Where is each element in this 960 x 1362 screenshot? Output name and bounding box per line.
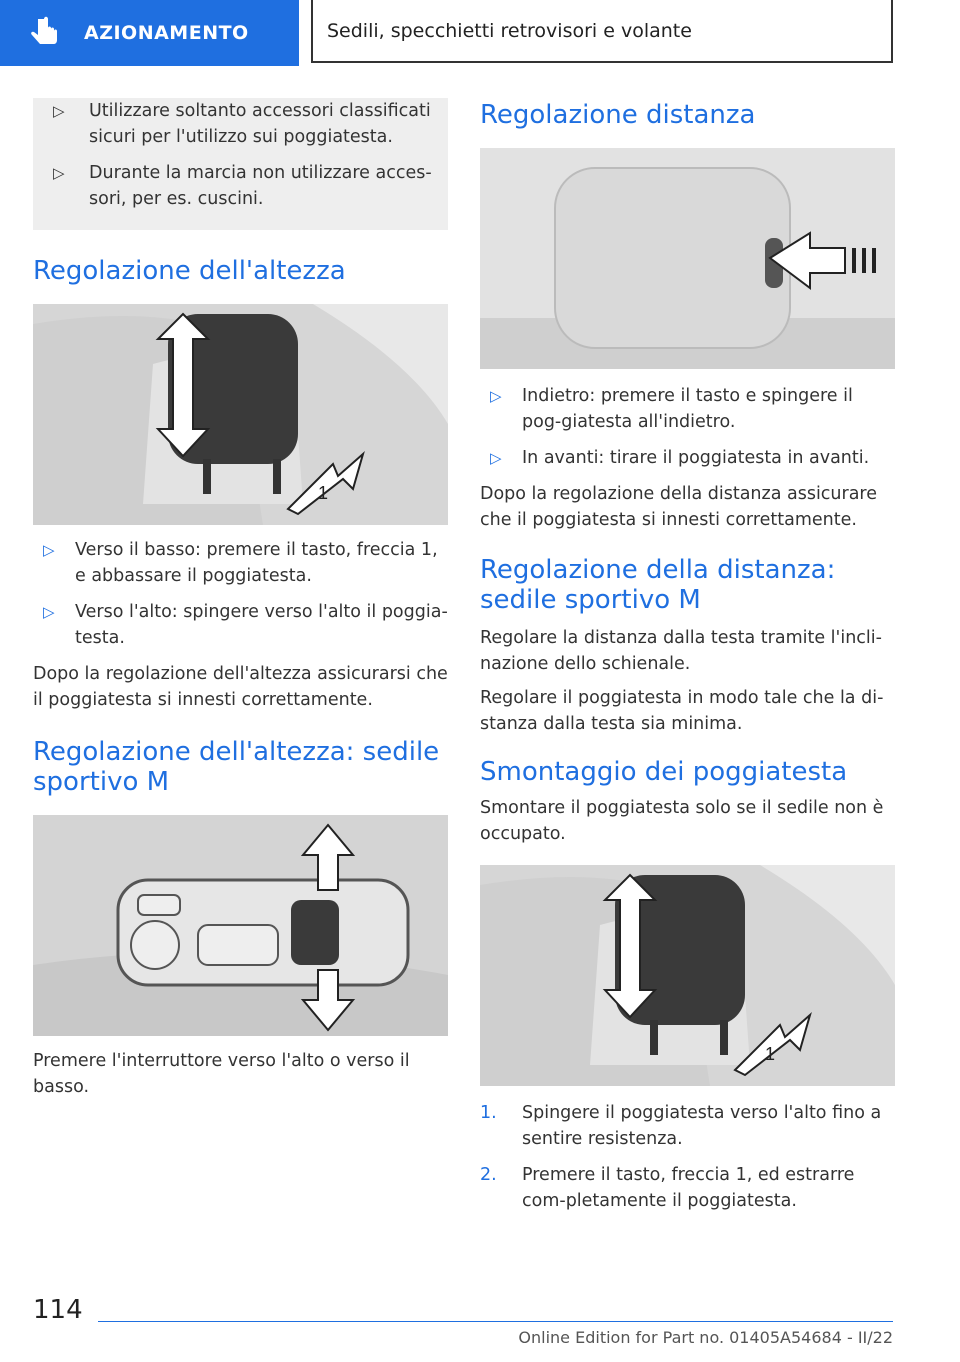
triangle-right-icon: ▷ — [490, 387, 502, 405]
list-item: ▷ Durante la marcia non utilizzare acces… — [47, 160, 434, 212]
seat-switch-illustration — [33, 815, 448, 1036]
triangle-right-icon: ▷ — [43, 541, 55, 559]
section-heading: Regolazione distanza — [480, 100, 756, 130]
triangle-right-icon: ▷ — [43, 603, 55, 621]
paragraph: Dopo la regolazione dell'altezza assicur… — [33, 664, 448, 710]
page-number: 114 — [33, 1295, 83, 1325]
headrest-distance-illustration — [480, 148, 895, 369]
section-tab: AZIONAMENTO — [0, 0, 299, 66]
arrow-number-label: 1 — [765, 1044, 775, 1064]
section-heading: Regolazione della distanza: sedile sport… — [480, 555, 836, 615]
list-item: ▷ Verso l'alto: spingere verso l'alto il… — [33, 599, 448, 651]
chapter-title: Sedili, specchietti retrovisori e volant… — [327, 19, 692, 42]
note-box: ▷ Utilizzare soltanto accessori classifi… — [33, 98, 448, 230]
paragraph: Premere l'interruttore verso l'alto o ve… — [33, 1051, 410, 1097]
triangle-right-icon: ▷ — [53, 102, 65, 120]
section-heading: Regolazione dell'altezza — [33, 256, 346, 286]
list-item: ▷ Utilizzare soltanto accessori classifi… — [47, 98, 434, 150]
right-column: Regolazione distanza ▷ Indietro: premere… — [480, 100, 895, 1224]
triangle-right-icon: ▷ — [53, 164, 65, 182]
headrest-height-illustration: 1 — [33, 304, 448, 525]
list-item: ▷ Verso il basso: premere il tasto, frec… — [33, 537, 448, 589]
numbered-step: 1. Spingere il poggiatesta verso l'alto … — [480, 1103, 882, 1149]
list-item: ▷ In avanti: tirare il poggiatesta in av… — [480, 445, 895, 471]
hand-pointer-icon — [31, 16, 57, 44]
section-heading: Regolazione dell'altezza: sedile sportiv… — [33, 737, 440, 797]
paragraph: Regolare la distanza dalla testa tramite… — [480, 628, 882, 674]
edition-text: Online Edition for Part no. 01405A54684 … — [518, 1328, 893, 1347]
chapter-title-box: Sedili, specchietti retrovisori e volant… — [311, 0, 893, 63]
arrow-number-label: 1 — [318, 483, 328, 503]
left-column: ▷ Utilizzare soltanto accessori classifi… — [33, 98, 448, 1108]
numbered-step: 2. Premere il tasto, freccia 1, ed estra… — [480, 1165, 855, 1211]
footer-edition: Online Edition for Part no. 01405A54684 … — [98, 1321, 893, 1347]
section-heading: Smontaggio dei poggiatesta — [480, 757, 848, 787]
section-title: AZIONAMENTO — [84, 22, 249, 44]
paragraph: Dopo la regolazione della distanza assic… — [480, 484, 878, 530]
paragraph: Regolare il poggiatesta in modo tale che… — [480, 688, 884, 734]
headrest-removal-illustration: 1 — [480, 865, 895, 1086]
paragraph: Smontare il poggiatesta solo se il sedil… — [480, 798, 884, 844]
list-item: ▷ Indietro: premere il tasto e spingere … — [480, 383, 895, 435]
triangle-right-icon: ▷ — [490, 449, 502, 467]
